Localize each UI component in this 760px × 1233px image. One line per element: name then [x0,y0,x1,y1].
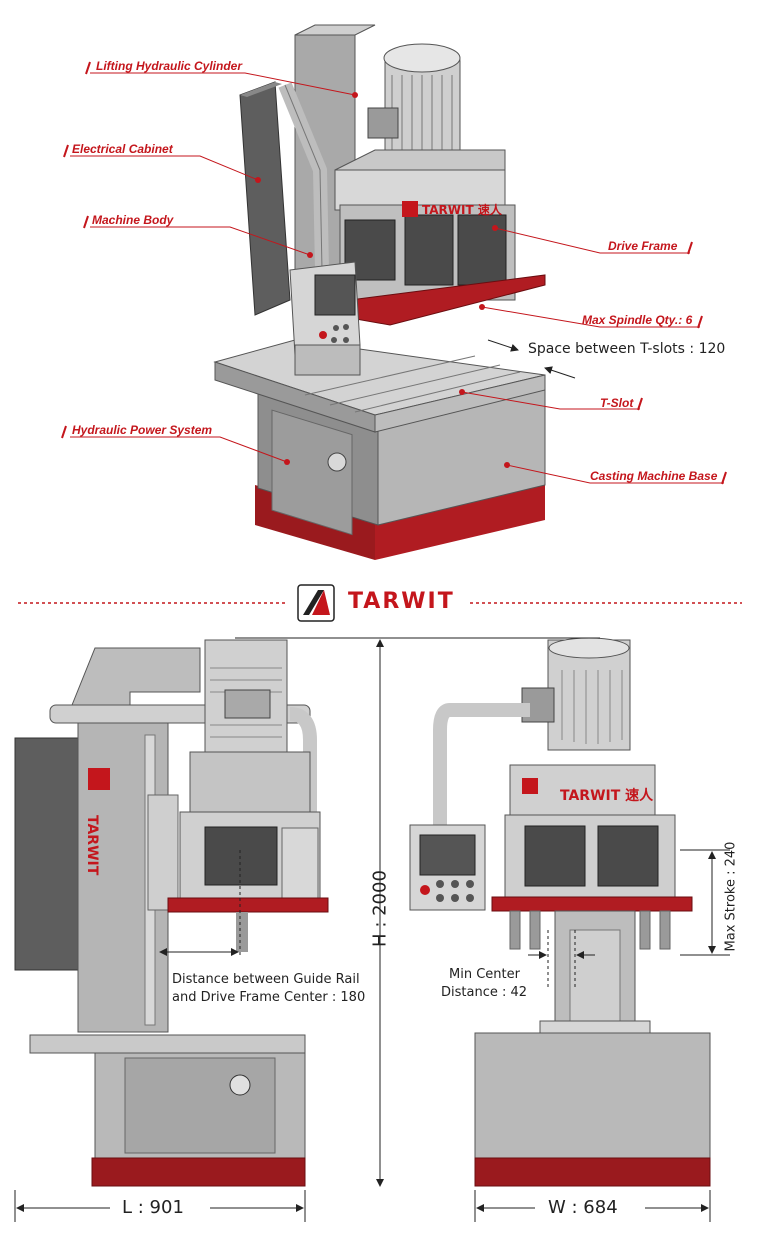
side-electrical-cabinet [14,737,81,971]
callout-casting-base: Casting Machine Base [590,469,718,483]
label-width: W : 684 [548,1197,618,1218]
callout-machine-body: Machine Body [92,213,174,227]
tarwit-logo-small-icon [402,201,418,217]
side-view: TARWIT [14,639,329,1187]
front-base-plinth [474,1157,711,1187]
brand-divider [18,584,742,622]
emergency-stop-icon [319,331,327,339]
side-gauge-icon [229,1074,251,1096]
front-drive-plate [491,896,693,912]
pressure-gauge-icon [327,452,347,472]
label-guide-rail-2: and Drive Frame Center : 180 [172,990,366,1005]
isometric-view: TARWIT 速人 [61,24,727,560]
front-estop-icon [420,885,430,895]
label-height: H : 2000 [369,870,391,947]
label-guide-rail-1: Distance between Guide Rail [172,972,360,987]
callout-max-spindle: Max Spindle Qty.: 6 [582,313,693,327]
label-min-center-2: Distance : 42 [441,985,528,1000]
brand-name: TARWIT [348,589,455,614]
callout-hydraulic-power: Hydraulic Power System [72,423,213,437]
label-length: L : 901 [122,1197,184,1218]
svg-text:TARWIT: TARWIT [84,815,100,876]
svg-text:TARWIT 速人: TARWIT 速人 [560,787,654,804]
label-tslot-space: Space between T-slots : 120 [528,341,726,357]
label-min-center-1: Min Center [449,967,520,982]
callout-electrical-cabinet: Electrical Cabinet [72,142,173,156]
callout-tslot: T-Slot [600,396,634,410]
callout-lifting-cylinder: Lifting Hydraulic Cylinder [96,59,243,73]
label-max-stroke: Max Stroke : 240 [723,841,739,952]
callout-drive-frame: Drive Frame [608,239,678,253]
electrical-cabinet [239,81,291,316]
front-view: TARWIT 速人 [409,637,711,1187]
svg-text:TARWIT 速人: TARWIT 速人 [422,202,503,217]
front-logo-icon [522,778,538,794]
side-base-plinth [91,1157,306,1187]
dimension-lines [14,637,730,1222]
